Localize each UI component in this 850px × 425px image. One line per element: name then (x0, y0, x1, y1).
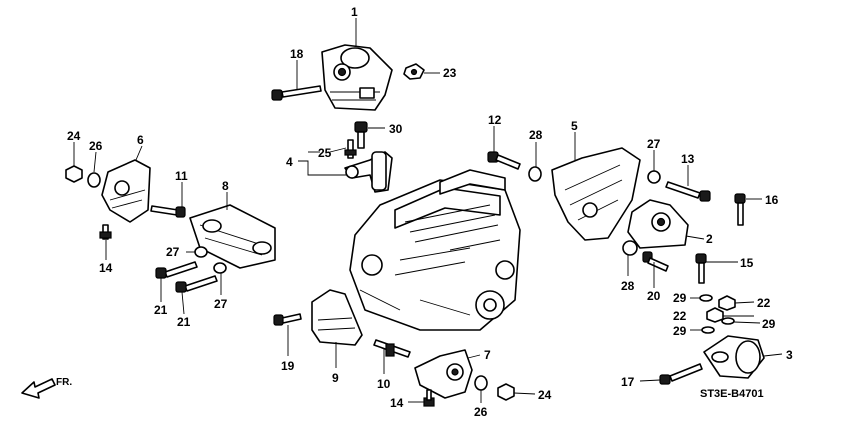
engine-block (349, 169, 521, 331)
callout-14-bottom: 14 (390, 396, 404, 410)
callout-29-b: 29 (673, 324, 687, 338)
washer-27-b (213, 262, 227, 274)
callout-26-left: 26 (89, 139, 103, 153)
callout-2: 2 (706, 232, 713, 246)
stud-25 (344, 139, 357, 159)
bolt-17 (659, 363, 703, 385)
washer-27-c (647, 170, 661, 184)
callout-4: 4 (286, 155, 293, 169)
part-8-bracket (189, 204, 276, 269)
bolt-13 (665, 181, 711, 202)
bolt-16 (734, 193, 746, 226)
part-2-mount (627, 199, 689, 249)
callout-25: 25 (318, 146, 332, 160)
callout-11: 11 (175, 169, 188, 183)
washer-29-a (699, 294, 713, 302)
bolt-21-b (175, 275, 218, 293)
callout-17: 17 (621, 375, 635, 389)
washer-26-left (87, 172, 101, 188)
callout-14-left: 14 (99, 261, 113, 275)
nut-23 (403, 63, 425, 80)
callout-21-b: 21 (177, 315, 191, 329)
nut-22-b (706, 307, 724, 323)
stud-10 (373, 339, 411, 358)
callout-27-b: 27 (214, 297, 228, 311)
bolt-11 (150, 205, 186, 218)
part-5-bracket (551, 147, 641, 241)
washer-27-a (194, 246, 208, 258)
diagram-code: ST3E-B4701 (700, 388, 764, 400)
callout-10: 10 (377, 377, 391, 391)
part-3-mount (703, 335, 765, 379)
callout-29-a: 29 (673, 291, 687, 305)
callout-7: 7 (484, 348, 491, 362)
bolt-18 (271, 85, 322, 101)
part-4-bracket (344, 151, 393, 193)
callout-8: 8 (222, 179, 229, 193)
bolt-20 (642, 251, 669, 272)
callout-1: 1 (351, 5, 358, 19)
part-7-mount (414, 349, 473, 399)
callout-9: 9 (332, 371, 339, 385)
bolt-12 (487, 151, 521, 170)
washer-28-b (622, 240, 638, 256)
washer-29-b (701, 326, 715, 334)
part-9-bracket (311, 289, 363, 346)
callout-12: 12 (488, 113, 502, 127)
washer-28-a (528, 166, 542, 182)
callout-3: 3 (786, 348, 793, 362)
callout-15: 15 (740, 256, 754, 270)
nut-22-a (718, 295, 736, 311)
callout-22-a: 22 (757, 296, 771, 310)
callout-6: 6 (137, 133, 144, 147)
bolt-14-left (99, 224, 112, 240)
callout-27-c: 27 (647, 137, 661, 151)
callout-24-bottom: 24 (538, 388, 552, 402)
callout-22-b: 22 (673, 309, 687, 323)
callout-24-left: 24 (67, 129, 81, 143)
callout-13: 13 (681, 152, 695, 166)
callout-27-a: 27 (166, 245, 180, 259)
callout-labels: 1 18 23 30 4 25 24 26 6 11 8 14 27 21 21… (67, 5, 793, 419)
callout-19: 19 (281, 359, 295, 373)
washer-29-c (721, 317, 735, 325)
nut-24-bottom (497, 383, 515, 401)
bolt-15 (695, 253, 707, 284)
callout-28-b: 28 (621, 279, 635, 293)
part-6-bracket (101, 159, 151, 223)
part-1-upper-mount (321, 44, 393, 111)
callout-16: 16 (765, 193, 779, 207)
callout-28-a: 28 (529, 128, 543, 142)
leader-lines (73, 18, 783, 403)
bolt-30 (354, 121, 368, 149)
callout-5: 5 (571, 119, 578, 133)
front-direction-arrow: FR. (21, 377, 72, 399)
nut-24-left (65, 165, 83, 183)
callout-26-bottom: 26 (474, 405, 488, 419)
callout-23: 23 (443, 66, 457, 80)
callout-29-c: 29 (762, 317, 776, 331)
front-label: FR. (56, 377, 72, 388)
callout-21-a: 21 (154, 303, 168, 317)
washer-26-bottom (474, 375, 488, 391)
bolt-19 (273, 313, 302, 326)
bolt-21-a (155, 261, 198, 279)
callout-30: 30 (389, 122, 403, 136)
callout-20: 20 (647, 289, 661, 303)
callout-18: 18 (290, 47, 304, 61)
